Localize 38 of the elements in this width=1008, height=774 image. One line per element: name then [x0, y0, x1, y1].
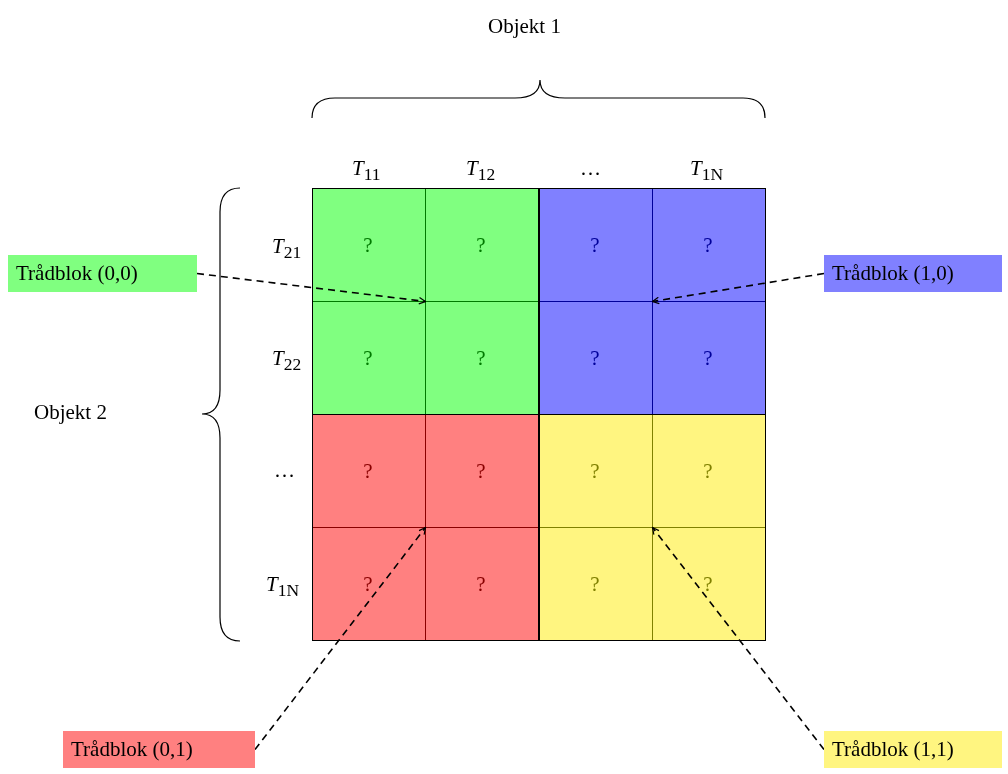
thread-block	[539, 188, 766, 415]
question-mark: ?	[363, 232, 373, 258]
column-header: T$_{12}$	[466, 156, 496, 186]
question-mark: ?	[363, 458, 373, 484]
question-mark: ?	[703, 458, 713, 484]
question-mark: ?	[590, 571, 600, 597]
row-header: T$_{22}$	[272, 346, 302, 376]
thread-block	[539, 414, 766, 641]
thread-block-label: Trådblok (0,0)	[8, 255, 197, 292]
column-header: T$_{11}$	[352, 156, 381, 186]
thread-block-label: Trådblok (0,1)	[63, 731, 255, 768]
question-mark: ?	[476, 345, 486, 371]
row-header: T$_{21}$	[272, 234, 302, 264]
dashed-arrow	[651, 526, 825, 751]
question-mark: ?	[590, 345, 600, 371]
question-mark: ?	[476, 232, 486, 258]
question-mark: ?	[476, 571, 486, 597]
dashed-arrow	[651, 272, 825, 305]
row-header: T$_{1N}$	[266, 572, 300, 602]
question-mark: ?	[590, 232, 600, 258]
thread-block-label: Trådblok (1,0)	[824, 255, 1002, 292]
thread-block	[312, 188, 539, 415]
question-mark: ?	[590, 458, 600, 484]
row-header: …	[274, 458, 295, 483]
dashed-arrow	[254, 526, 427, 751]
column-header: T$_{1N}$	[690, 156, 724, 186]
dashed-arrow	[196, 272, 427, 305]
column-header: …	[580, 156, 601, 181]
question-mark: ?	[363, 571, 373, 597]
thread-block	[312, 414, 539, 641]
axis-title: Objekt 2	[34, 400, 107, 425]
question-mark: ?	[363, 345, 373, 371]
question-mark: ?	[703, 571, 713, 597]
question-mark: ?	[703, 345, 713, 371]
question-mark: ?	[703, 232, 713, 258]
axis-title: Objekt 1	[488, 14, 561, 39]
thread-block-label: Trådblok (1,1)	[824, 731, 1002, 768]
question-mark: ?	[476, 458, 486, 484]
